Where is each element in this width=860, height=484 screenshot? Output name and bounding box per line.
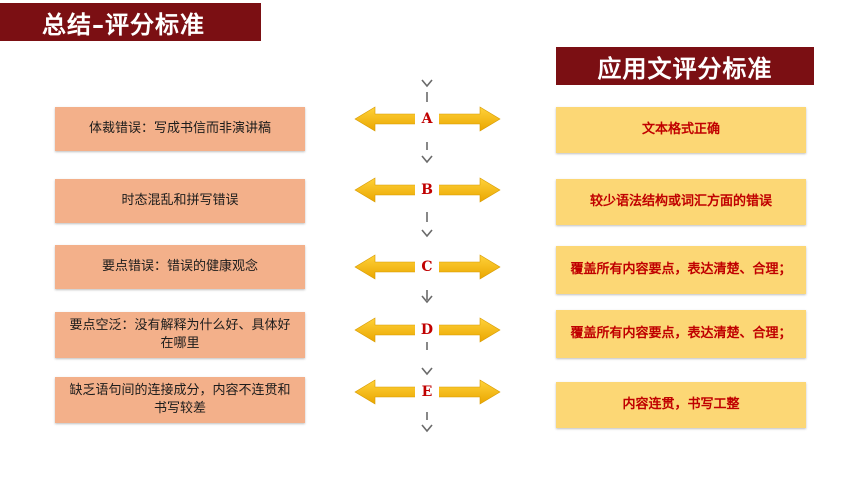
standard-text: 文本格式正确 xyxy=(641,121,720,137)
error-box-c: 要点错误：错误的健康观念 xyxy=(55,245,305,289)
error-box-d: 要点空泛：没有解释为什么好、具体好在哪里 xyxy=(55,312,305,358)
letter-label-e: E xyxy=(415,380,439,404)
error-text: 时态混乱和拼写错误 xyxy=(121,193,239,209)
letter-text: A xyxy=(421,111,433,127)
letter-label-b: B xyxy=(415,178,439,202)
page-title: 总结–评分标准 xyxy=(0,3,261,41)
error-text: 体裁错误：写成书信而非演讲稿 xyxy=(88,121,271,137)
letter-text: E xyxy=(421,384,433,400)
error-text: 缺乏语句间的连接成分，内容不连贯和书写较差 xyxy=(69,383,291,416)
standard-text: 覆盖所有内容要点，表达清楚、合理； xyxy=(570,325,792,341)
standard-box-b: 较少语法结构或词汇方面的错误 xyxy=(556,179,806,225)
chevron-down-icon xyxy=(421,367,433,376)
error-text: 要点错误：错误的健康观念 xyxy=(101,259,258,275)
chevron-down-icon xyxy=(421,295,433,304)
standard-box-e: 内容连贯，书写工整 xyxy=(556,382,806,428)
error-box-e: 缺乏语句间的连接成分，内容不连贯和书写较差 xyxy=(55,377,305,423)
letter-label-d: D xyxy=(415,318,439,342)
letter-text: D xyxy=(420,322,434,338)
standard-text: 内容连贯，书写工整 xyxy=(622,396,740,412)
standard-box-d: 覆盖所有内容要点，表达清楚、合理； xyxy=(556,310,806,358)
standard-title-text: 应用文评分标准 xyxy=(597,54,773,83)
standard-box-c: 覆盖所有内容要点，表达清楚、合理； xyxy=(556,246,806,294)
standard-box-a: 文本格式正确 xyxy=(556,107,806,153)
chevron-down-icon xyxy=(421,79,433,88)
letter-text: C xyxy=(421,259,433,275)
standard-text: 较少语法结构或词汇方面的错误 xyxy=(589,193,772,209)
chevron-down-icon xyxy=(421,155,433,164)
error-box-a: 体裁错误：写成书信而非演讲稿 xyxy=(55,107,305,151)
chevron-down-icon xyxy=(421,424,433,433)
letter-text: B xyxy=(421,182,433,198)
error-text: 要点空泛：没有解释为什么好、具体好在哪里 xyxy=(69,318,291,351)
letter-label-c: C xyxy=(415,255,439,279)
standard-text: 覆盖所有内容要点，表达清楚、合理； xyxy=(570,261,792,277)
standard-title: 应用文评分标准 xyxy=(556,47,814,85)
letter-label-a: A xyxy=(415,107,439,131)
error-box-b: 时态混乱和拼写错误 xyxy=(55,179,305,223)
connector-graphic xyxy=(354,79,501,433)
page-title-text: 总结–评分标准 xyxy=(42,10,205,39)
chevron-down-icon xyxy=(421,229,433,238)
